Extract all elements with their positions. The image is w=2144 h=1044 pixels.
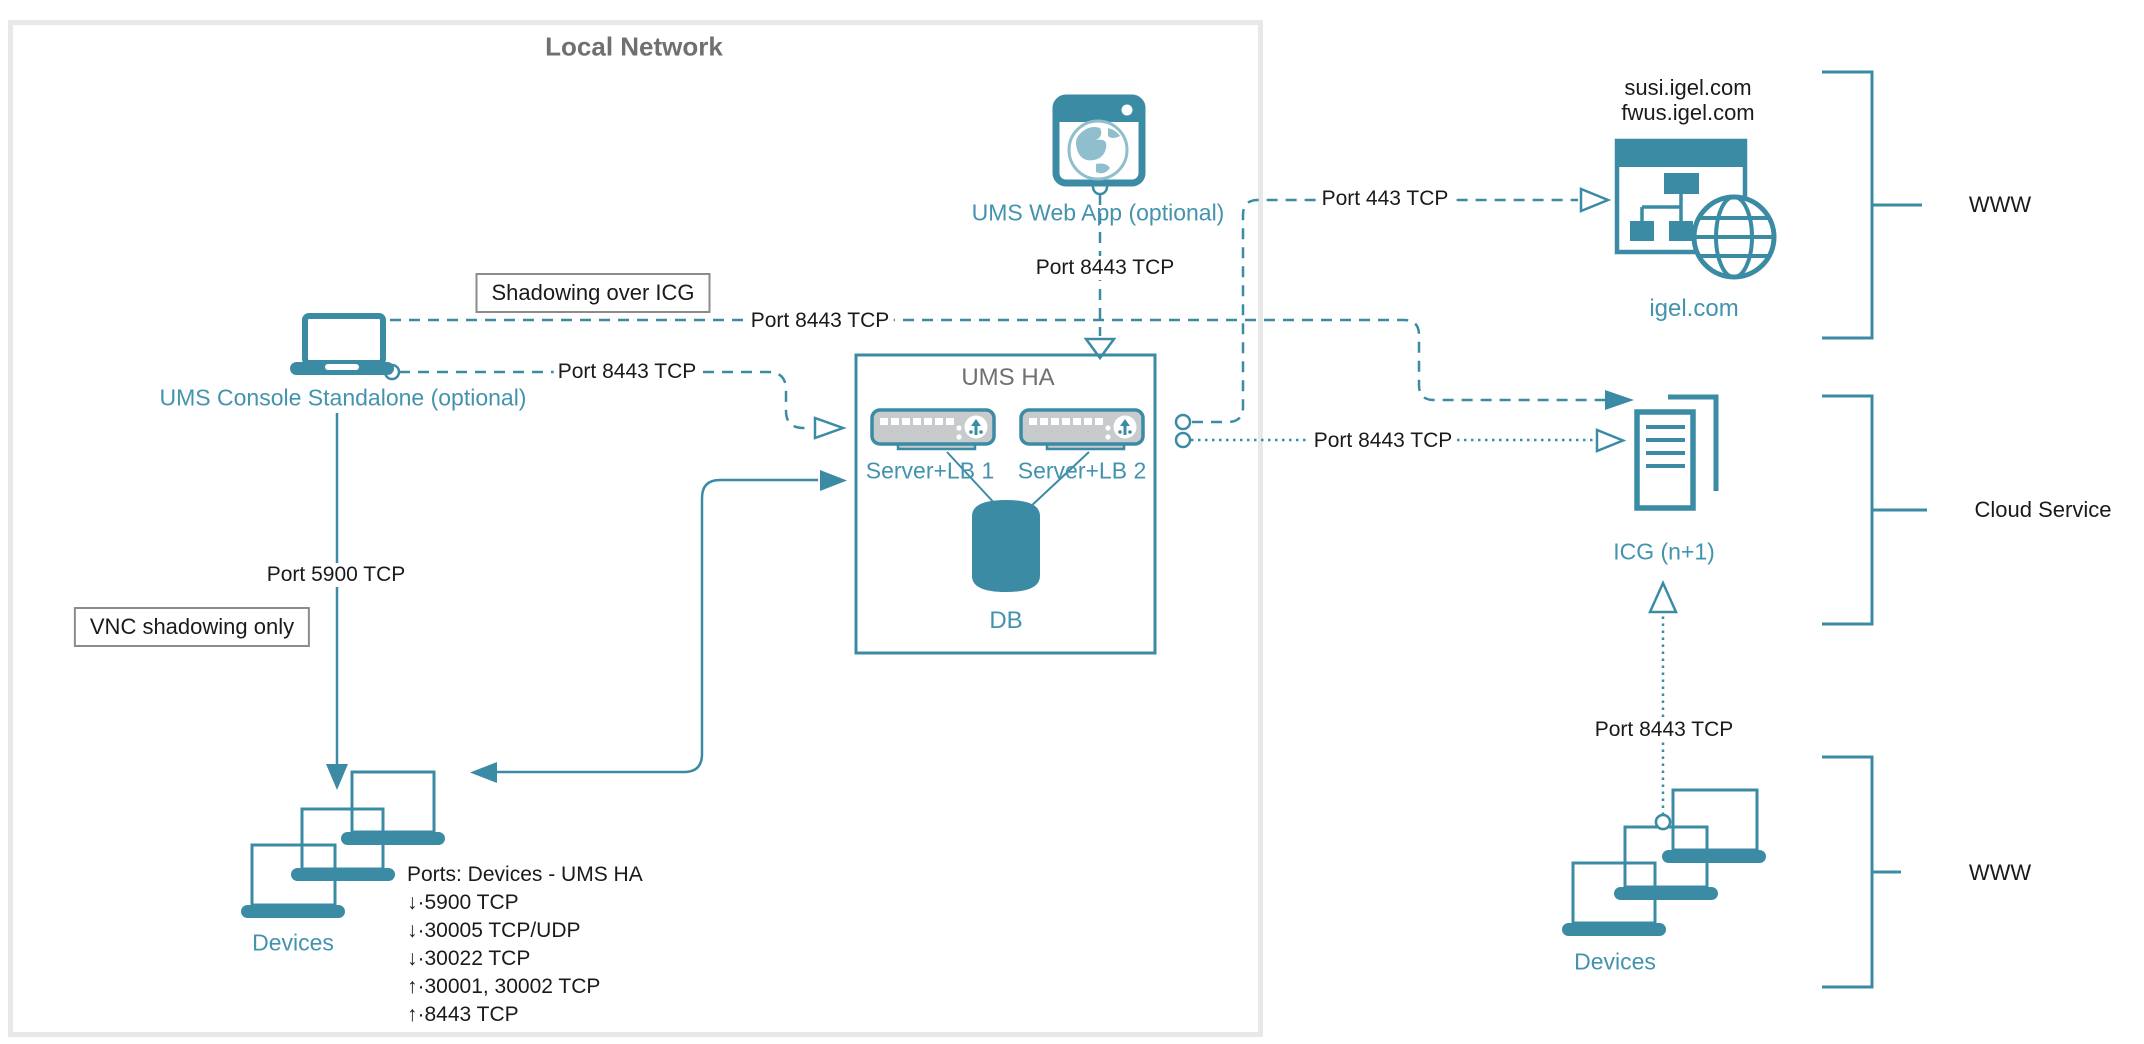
ums-web-app-icon	[1052, 94, 1146, 187]
igel-domain-1: susi.igel.com	[1624, 75, 1752, 100]
icg-icon	[1634, 394, 1719, 511]
port-label-umsha-igel: Port 443 TCP	[1317, 187, 1453, 211]
db-label: DB	[989, 607, 1023, 634]
zone-www-top-label: WWW	[1968, 192, 2032, 217]
server-lb2-label: Server+LB 2	[1017, 457, 1147, 484]
ports-list-item: ↑·8443 TCP	[407, 1003, 519, 1026]
server1-db-link	[946, 451, 998, 507]
zone-brackets	[1822, 70, 1927, 989]
ums-ha-box	[854, 353, 1157, 655]
connection-devices-to-umsha	[476, 478, 818, 774]
igel-domain-2: fwus.igel.com	[1621, 100, 1755, 125]
ports-list-item: ↑·30001, 30002 TCP	[407, 975, 601, 998]
ports-list-title: Ports: Devices - UMS HA	[407, 863, 643, 886]
ums-console-laptop-icon	[290, 313, 394, 375]
ports-list-item: ↓·30022 TCP	[407, 947, 531, 970]
server-lb1-icon	[870, 408, 996, 451]
ums-ha-title: UMS HA	[961, 364, 1055, 391]
shadowing-over-icg-callout: Shadowing over ICG	[475, 273, 711, 313]
ports-list-item: ↓·30005 TCP/UDP	[407, 919, 581, 942]
port-label-console-icg: Port 8443 TCP	[746, 309, 894, 333]
zone-www-bottom-label: WWW	[1968, 860, 2032, 885]
connection-console-to-umsha	[399, 370, 812, 430]
ums-web-app-label: UMS Web App (optional)	[971, 199, 1225, 226]
server2-db-link	[1028, 451, 1090, 509]
db-icon	[972, 500, 1040, 592]
devices-left-icon	[241, 770, 445, 918]
port-label-console-devices: Port 5900 TCP	[262, 563, 410, 587]
filled-arrow-left-icon	[470, 762, 497, 783]
icg-label: ICG (n+1)	[1613, 538, 1715, 565]
open-arrow-icon	[1595, 428, 1627, 453]
port-circle-icon	[1654, 813, 1672, 831]
local-network-boundary	[8, 20, 1263, 1037]
open-arrow-down-icon	[1083, 337, 1117, 361]
devices-left-label: Devices	[252, 929, 334, 956]
server-lb1-label: Server+LB 1	[865, 457, 995, 484]
devices-right-label: Devices	[1574, 948, 1656, 975]
connection-umsha-to-igel	[1192, 198, 1578, 424]
local-network-title: Local Network	[545, 31, 723, 62]
filled-arrow-down-icon	[326, 764, 348, 790]
vnc-shadowing-callout: VNC shadowing only	[73, 607, 311, 647]
open-arrow-icon	[813, 416, 847, 440]
cloud-service-bracket	[1822, 394, 1874, 626]
www-bottom-bracket	[1822, 755, 1874, 989]
arrowheads	[326, 187, 1678, 790]
port-label-console-umsha: Port 8443 TCP	[553, 360, 701, 384]
port-label-devices-icg: Port 8443 TCP	[1590, 718, 1738, 742]
www-top-bracket	[1822, 70, 1874, 340]
devices-right-icon	[1562, 788, 1766, 936]
zone-cloud-service-label: Cloud Service	[1974, 497, 2112, 522]
filled-arrow-right-icon	[820, 470, 847, 491]
port-circle-icon	[1174, 431, 1192, 449]
connection-console-to-icg	[390, 318, 1605, 402]
ums-console-label: UMS Console Standalone (optional)	[159, 384, 527, 411]
ports-list: Ports: Devices - UMS HA ↓·5900 TCP ↓·300…	[407, 861, 643, 1029]
ports-list-item: ↓·5900 TCP	[407, 891, 519, 914]
open-arrow-icon	[1579, 187, 1612, 213]
port-label-webapp-umsha: Port 8443 TCP	[1031, 256, 1179, 280]
filled-arrow-icon	[1605, 390, 1634, 410]
igel-com-icon	[1614, 138, 1777, 280]
port-circle-icon	[1174, 413, 1192, 431]
port-label-umsha-icg: Port 8443 TCP	[1309, 429, 1457, 453]
server-lb2-icon	[1019, 408, 1145, 451]
open-arrow-up-icon	[1648, 579, 1678, 614]
igel-com-label: igel.com	[1649, 295, 1739, 322]
